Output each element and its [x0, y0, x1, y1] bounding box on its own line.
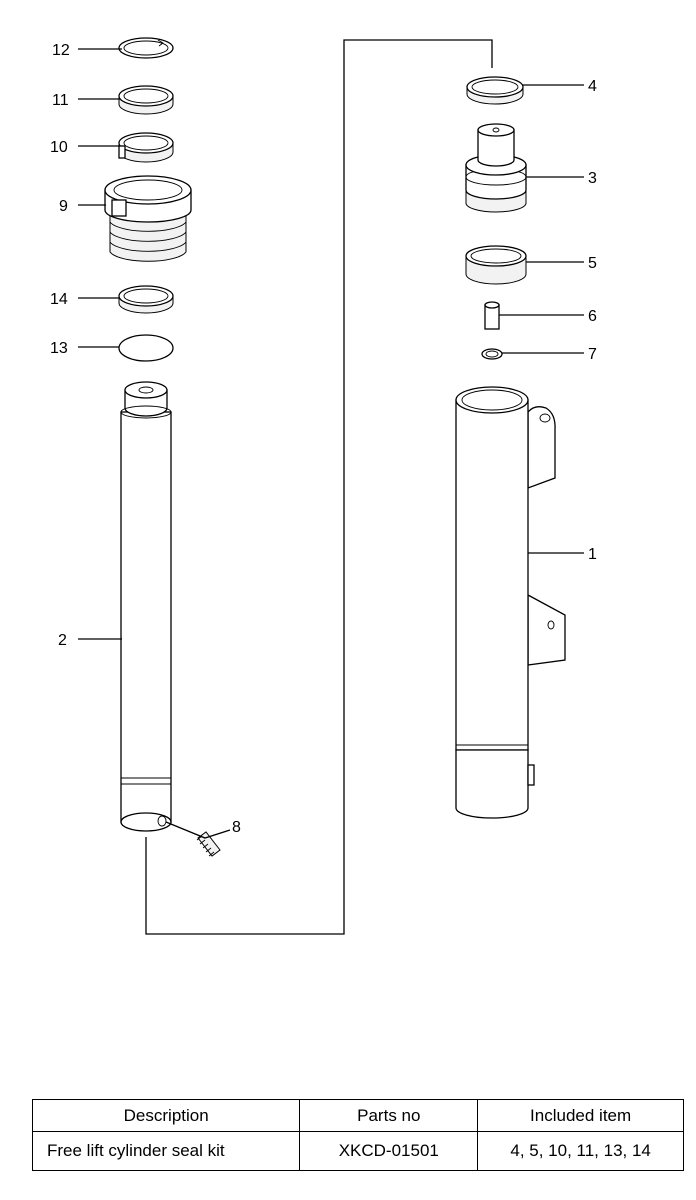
cell-description: Free lift cylinder seal kit — [31, 1131, 301, 1171]
header-included-item: Included item — [477, 1099, 684, 1132]
callout-12: 12 — [52, 42, 70, 59]
part-2-piston-rod — [120, 381, 172, 832]
callout-10: 10 — [50, 139, 68, 156]
part-6-pin — [484, 301, 500, 330]
callout-11: 11 — [52, 92, 69, 109]
table-row: Free lift cylinder seal kit XKCD-01501 4… — [31, 1131, 684, 1171]
callout-3: 3 — [588, 170, 597, 187]
cell-parts-no: XKCD-01501 — [299, 1131, 479, 1171]
callout-1: 1 — [588, 546, 597, 563]
part-9-gland-nut — [104, 175, 192, 262]
part-11-ring — [118, 85, 174, 115]
header-parts-no: Parts no — [299, 1099, 479, 1132]
callout-9: 9 — [59, 198, 68, 215]
table-header-row: Description Parts no Included item — [31, 1099, 684, 1132]
callout-14: 14 — [50, 291, 68, 308]
callout-5: 5 — [588, 255, 597, 272]
part-4-ring — [466, 76, 524, 105]
part-14-ring — [118, 285, 174, 314]
assembly-connector-line — [145, 39, 493, 935]
part-1-cylinder-tube — [455, 386, 566, 819]
part-3-piston — [465, 123, 527, 213]
callout-2: 2 — [58, 632, 67, 649]
callout-4: 4 — [588, 78, 597, 95]
part-10-split-ring — [118, 132, 174, 163]
part-7-small-o-ring — [481, 348, 503, 360]
leader-8 — [165, 821, 231, 839]
seal-kit-table: Description Parts no Included item Free … — [31, 1099, 684, 1171]
callout-8: 8 — [232, 819, 241, 836]
part-12-snap-ring — [118, 37, 174, 59]
cell-included-item: 4, 5, 10, 11, 13, 14 — [477, 1131, 684, 1171]
part-5-wear-ring — [465, 245, 527, 285]
exploded-parts-diagram: 12 11 10 9 14 13 2 8 4 3 5 6 7 1 — [50, 37, 597, 935]
header-description: Description — [31, 1099, 301, 1132]
callout-13: 13 — [50, 340, 68, 357]
callout-6: 6 — [588, 308, 597, 325]
callout-7: 7 — [588, 346, 597, 363]
part-13-o-ring — [118, 334, 174, 362]
